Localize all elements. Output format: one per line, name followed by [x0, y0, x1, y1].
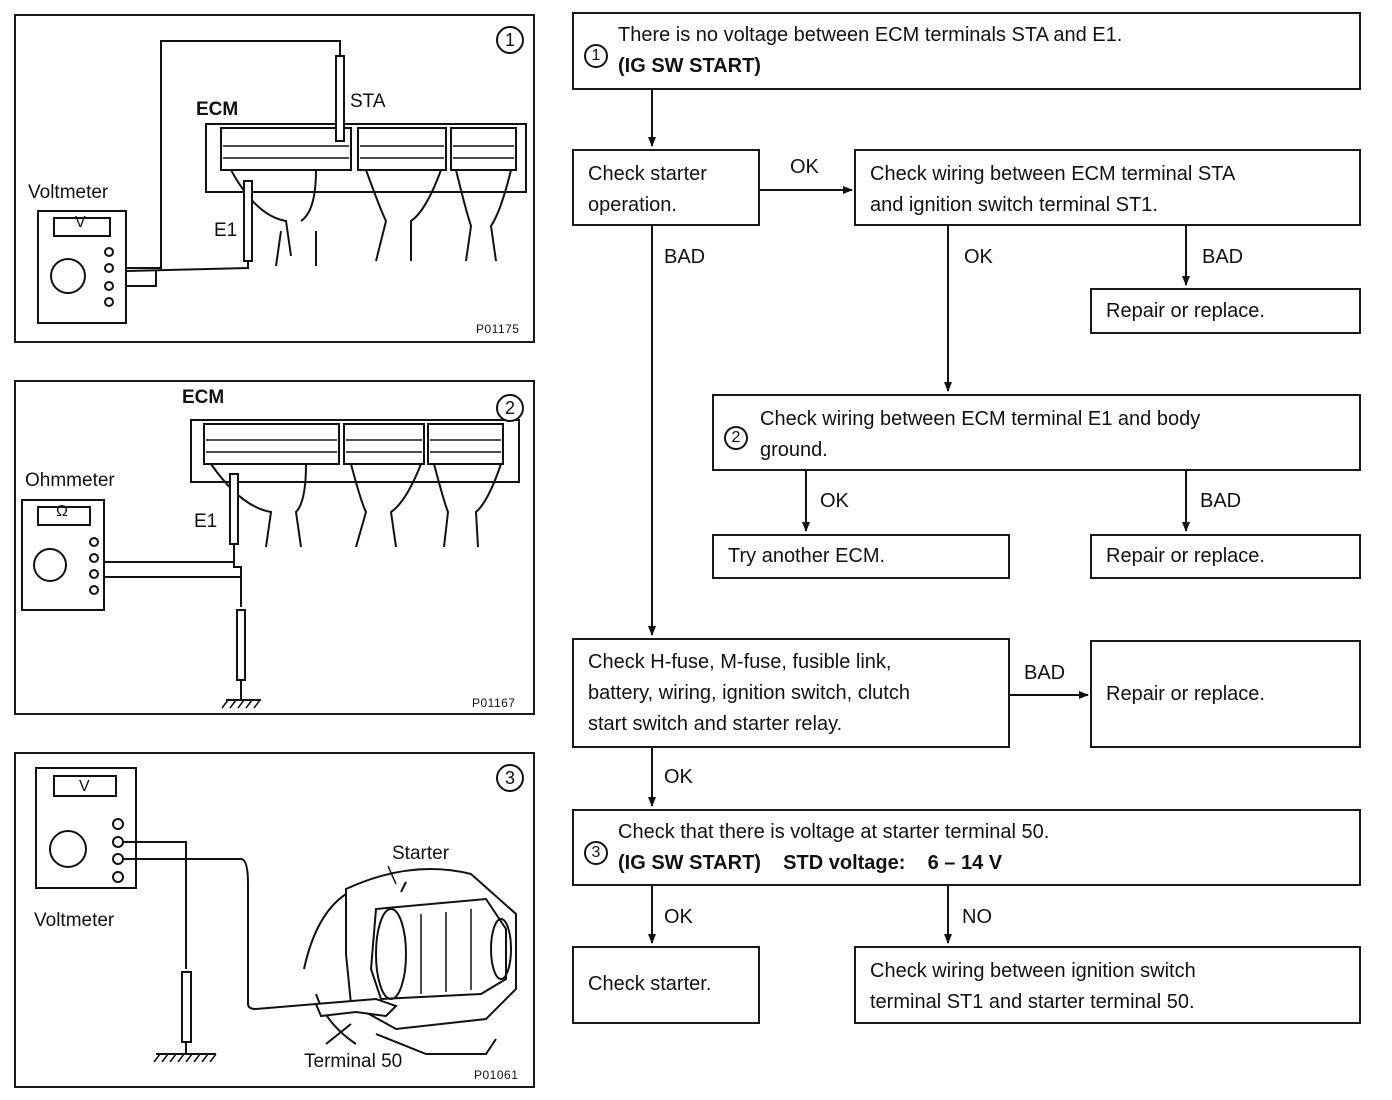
check-wiring-st1-box: Check wiring between ignition switch ter… [854, 946, 1361, 1024]
box-text: battery, wiring, ignition switch, clutch [588, 682, 910, 704]
repair-replace-box-3: Repair or replace. [1090, 640, 1361, 748]
check-fuse-box: Check H-fuse, M-fuse, fusible link, batt… [572, 638, 1010, 748]
step-number-badge: 2 [724, 426, 748, 450]
figure-code: P01175 [476, 322, 520, 336]
panel-number-badge: 3 [496, 764, 524, 792]
bad-label: BAD [664, 246, 706, 268]
repair-replace-box-2: Repair or replace. [1090, 534, 1361, 579]
figure-code: P01061 [474, 1068, 519, 1082]
ok-label: OK [664, 906, 693, 928]
step1-box: 1 There is no voltage between ECM termin… [572, 12, 1361, 90]
e1-label: E1 [194, 511, 218, 532]
meter-symbol: Ω [56, 503, 68, 520]
box-text: Check wiring between ignition switch [870, 960, 1196, 982]
ecm-label: ECM [196, 99, 239, 120]
step3-condition: (IG SW START) STD voltage: 6 – 14 V [618, 852, 1003, 874]
meter-label: Voltmeter [28, 182, 109, 203]
box-text: Repair or replace. [1106, 300, 1265, 322]
bad-label: BAD [1202, 246, 1244, 268]
box-text: terminal ST1 and starter terminal 50. [870, 991, 1195, 1013]
illustration-panel-1: Voltmeter V ECM STA E1 1 P01175 [14, 14, 535, 343]
voltmeter-ecm-sta-illustration [37, 40, 527, 324]
voltmeter-starter-illustration [35, 767, 517, 1063]
starter-label: Starter [392, 843, 450, 864]
step-number-badge: 3 [584, 841, 608, 865]
check-wiring-sta-box: Check wiring between ECM terminal STA an… [854, 149, 1361, 226]
meter-symbol: V [75, 214, 86, 231]
panel-number-badge: 2 [496, 394, 524, 422]
box-text: Repair or replace. [1106, 545, 1265, 567]
box-text: Try another ECM. [728, 545, 886, 567]
ok-label: OK [790, 156, 819, 178]
illustration-panel-3: Voltmeter V Starter Terminal 50 3 P01061 [14, 752, 535, 1088]
ok-label: OK [820, 490, 849, 512]
meter-label: Voltmeter [34, 910, 115, 931]
illustration-panel-2: Ohmmeter Ω ECM E1 2 P01167 [14, 380, 535, 715]
sta-label: STA [350, 91, 386, 112]
box-text: Repair or replace. [1106, 683, 1265, 705]
box-text: Check wiring between ECM terminal STA [870, 163, 1236, 185]
step1-text: There is no voltage between ECM terminal… [618, 24, 1123, 46]
terminal-50-label: Terminal 50 [304, 1051, 403, 1072]
step2-box: 2 Check wiring between ECM terminal E1 a… [712, 394, 1361, 471]
box-text: Check H-fuse, M-fuse, fusible link, [588, 651, 892, 673]
ok-label: OK [664, 766, 693, 788]
box-text: operation. [588, 194, 677, 216]
box-text: Check that there is voltage at starter t… [618, 821, 1050, 843]
step-number-badge: 1 [584, 44, 608, 68]
box-text: and ignition switch terminal ST1. [870, 194, 1158, 216]
e1-label: E1 [214, 220, 238, 241]
step3-box: 3 Check that there is voltage at starter… [572, 809, 1361, 886]
ecm-label: ECM [182, 387, 225, 408]
box-text: Check starter [588, 163, 707, 185]
check-starter-box: Check starter. [572, 946, 760, 1024]
ohmmeter-ecm-e1-illustration [21, 419, 520, 709]
no-label: NO [962, 906, 992, 928]
check-starter-operation-box: Check starter operation. [572, 149, 760, 226]
ok-label: OK [964, 246, 993, 268]
box-text: Check wiring between ECM terminal E1 and… [760, 408, 1201, 430]
bad-label: BAD [1024, 662, 1066, 684]
panel-number-badge: 1 [496, 26, 524, 54]
try-another-ecm-box: Try another ECM. [712, 534, 1010, 579]
figure-code: P01167 [472, 696, 516, 710]
repair-replace-box-1: Repair or replace. [1090, 288, 1361, 334]
step1-condition: (IG SW START) [618, 55, 761, 77]
meter-symbol: V [79, 778, 90, 795]
box-text: ground. [760, 439, 828, 461]
box-text: Check starter. [588, 973, 712, 995]
meter-label: Ohmmeter [25, 470, 115, 491]
bad-label: BAD [1200, 490, 1242, 512]
box-text: start switch and starter relay. [588, 713, 843, 735]
